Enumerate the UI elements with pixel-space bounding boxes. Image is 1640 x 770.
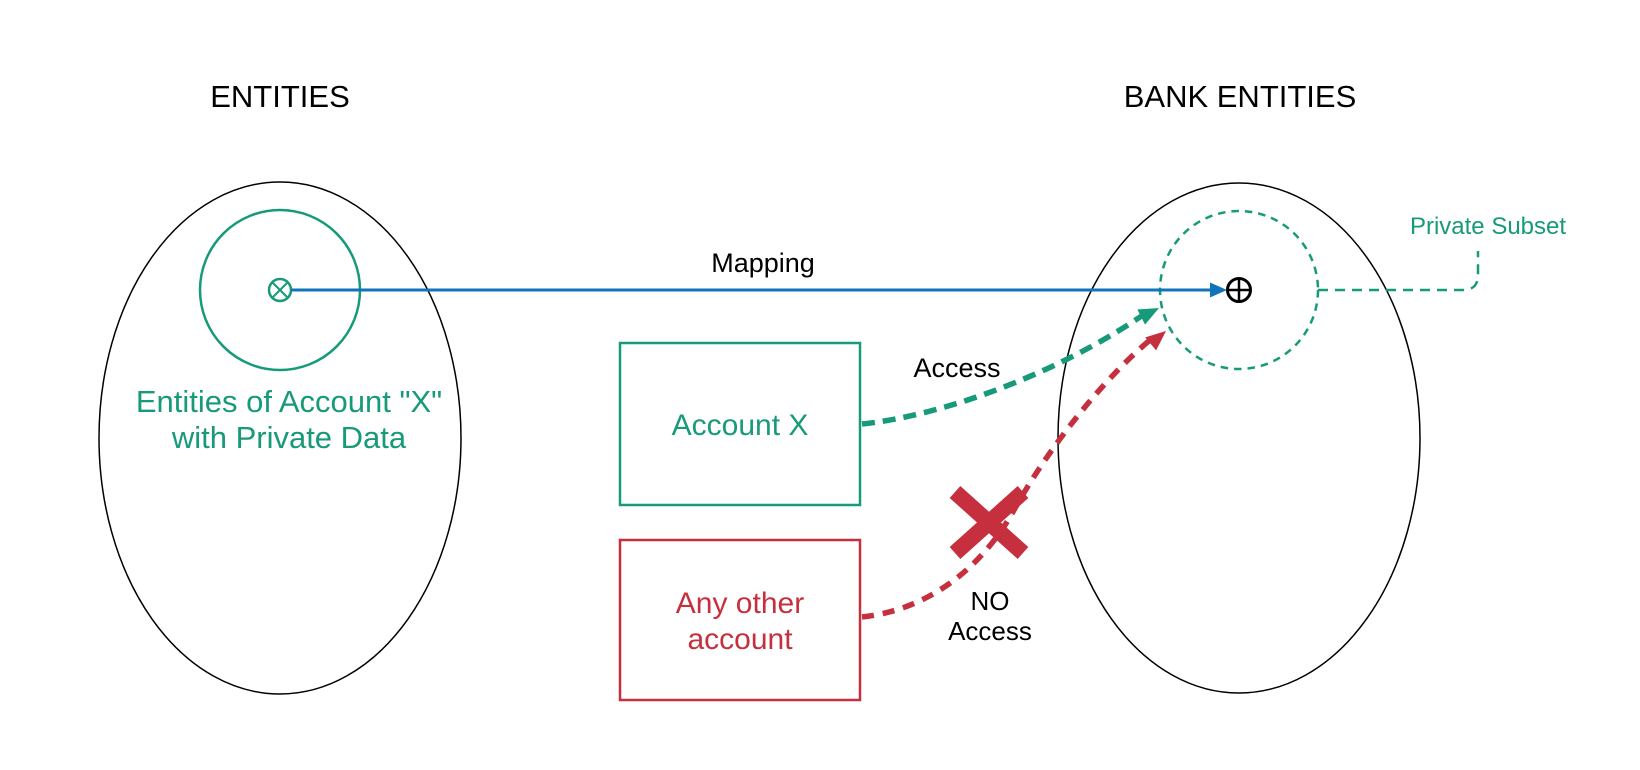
private-subset-label: Private Subset	[1410, 213, 1566, 240]
entities-note: Entities of Account "X" with Private Dat…	[136, 384, 442, 455]
no-access-label: NO Access	[948, 586, 1032, 646]
access-arrow	[861, 308, 1159, 427]
mapping-arrow	[291, 282, 1227, 298]
no-access-arrow-curve	[861, 337, 1152, 620]
entities-title: ENTITIES	[210, 79, 350, 114]
cross-stroke-2	[949, 486, 1029, 559]
entities-note-line2: with Private Data	[171, 420, 407, 455]
other-account-box: Any other account	[618, 538, 862, 702]
otimes-diagonal-2	[272, 282, 288, 298]
account-x-label: Account X	[672, 409, 809, 442]
other-account-rect	[618, 538, 862, 702]
other-account-label-line1: Any other	[676, 587, 804, 620]
no-access-arrow	[861, 331, 1166, 620]
entities-note-line1: Entities of Account "X"	[136, 384, 442, 419]
otimes-marker	[267, 277, 293, 303]
private-subset-connector	[1318, 251, 1480, 292]
mapping-label: Mapping	[711, 248, 815, 278]
bank-entities-set-ellipse	[1057, 182, 1421, 694]
entities-set-ellipse	[98, 181, 462, 695]
no-access-label-line1: NO	[971, 586, 1010, 616]
no-access-arrowhead-icon	[1145, 331, 1166, 351]
mapping-arrowhead-icon	[1210, 282, 1227, 298]
other-account-label-line2: account	[687, 623, 793, 656]
access-arrowhead-icon	[1137, 308, 1159, 325]
private-subset-callout: Private Subset	[1318, 213, 1566, 292]
no-access-cross-icon	[949, 486, 1029, 559]
bank-entities-title: BANK ENTITIES	[1124, 79, 1357, 114]
oplus-marker	[1226, 277, 1252, 303]
access-arrow-curve	[861, 312, 1145, 427]
account-x-box: Account X	[618, 341, 862, 507]
account-x-rect	[618, 341, 862, 507]
access-label: Access	[913, 353, 1000, 383]
no-access-label-line2: Access	[948, 616, 1032, 646]
